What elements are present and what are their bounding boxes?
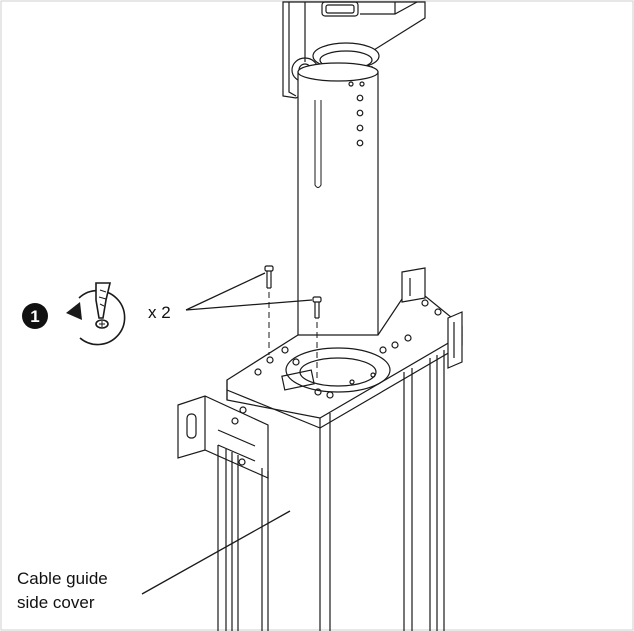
left-side-bracket [177,395,269,479]
screwdriver-rotate-counterclockwise-icon [66,282,126,346]
center-column [297,62,379,385]
quantity-leader-lines [185,272,313,311]
step-number-badge: 1 [22,303,48,329]
screw-left [264,265,274,355]
callout-label-line1: Cable guide [17,569,108,588]
screws [264,265,322,378]
right-side-bracket [401,267,463,369]
base-column-body [217,350,445,631]
callout-leader-line [141,510,291,595]
svg-text:1: 1 [30,307,39,326]
quantity-label: x 2 [148,303,171,322]
screw-right [312,296,322,378]
callout-label-line2: side cover [17,593,95,612]
